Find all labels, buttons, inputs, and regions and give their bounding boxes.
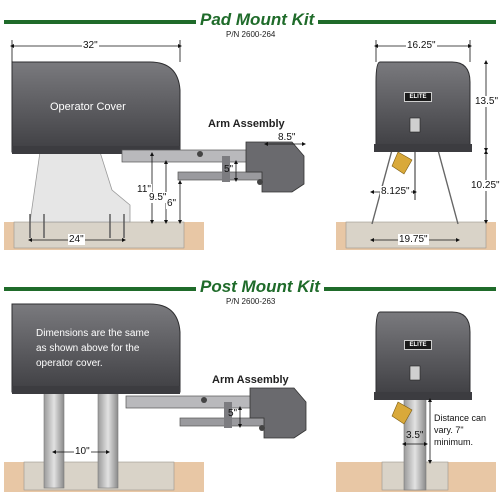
post-front-cover-base — [374, 392, 472, 400]
post-operator-cover — [11, 303, 181, 393]
pad-side-offset-dim: 8.125" — [380, 186, 411, 197]
post-side-dim: 3.5" — [406, 430, 424, 441]
pad-anchor-bolts — [29, 214, 125, 238]
pad-front-lock — [409, 117, 421, 133]
post-distance-note: Distance can vary. 7" minimum. — [434, 413, 487, 447]
post-front-bracket — [391, 401, 413, 425]
post-cover-base — [12, 386, 180, 394]
pad-arm-assembly — [121, 141, 305, 193]
pad-operator-cover — [11, 61, 181, 153]
pad-width-dim: 32" — [82, 40, 99, 51]
pad-part-number: P/N 2600-264 — [226, 30, 276, 39]
pad-arm-label: Arm Assembly — [208, 118, 285, 130]
post-brand-badge: ELITE — [404, 340, 432, 350]
post-kit-title: Post Mount Kit — [196, 277, 324, 297]
post-arm-drop-dim: 5" — [228, 408, 238, 419]
pad-front-cover-base — [374, 144, 472, 152]
pad-base-dim: 24" — [68, 234, 85, 245]
pad-arm-drop-dim: 5" — [224, 164, 234, 175]
pad-brand-badge: ELITE — [404, 92, 432, 102]
pad-h9-dim: 9.5" — [148, 192, 168, 203]
post-cover-note: Dimensions are the same as shown above f… — [36, 328, 150, 369]
post-arm-label: Arm Assembly — [212, 374, 289, 386]
pad-front-bracket — [391, 151, 413, 175]
post-left — [43, 387, 65, 489]
pad-h6-dim: 6" — [166, 198, 178, 209]
pad-brand-badge-text: ELITE — [409, 94, 427, 100]
pad-side-height-dim: 13.5" — [474, 96, 500, 107]
post-front-lock — [409, 365, 421, 381]
pad-side-width-dim: 16.25" — [406, 40, 437, 51]
post-brand-badge-text: ELITE — [409, 342, 427, 348]
post-spacing-dim: 10" — [74, 446, 91, 457]
pad-side-base-dim: 19.75" — [398, 234, 429, 245]
pad-cover-base — [12, 146, 180, 154]
pad-pedestal — [29, 151, 131, 223]
pad-kit-title: Pad Mount Kit — [196, 10, 319, 30]
pad-concrete — [13, 221, 185, 249]
pad-side-leg-dim: 10.25" — [470, 180, 500, 191]
post-arm-assembly — [125, 387, 307, 439]
pad-cover-label: Operator Cover — [50, 101, 126, 113]
post-front-cover — [375, 311, 471, 397]
post-right — [97, 387, 119, 489]
pad-h11-dim: 11" — [136, 184, 152, 195]
post-part-number: P/N 2600-263 — [226, 297, 276, 306]
pad-arm-ext-dim: 8.5" — [278, 132, 296, 143]
pad-front-cover — [375, 61, 471, 149]
